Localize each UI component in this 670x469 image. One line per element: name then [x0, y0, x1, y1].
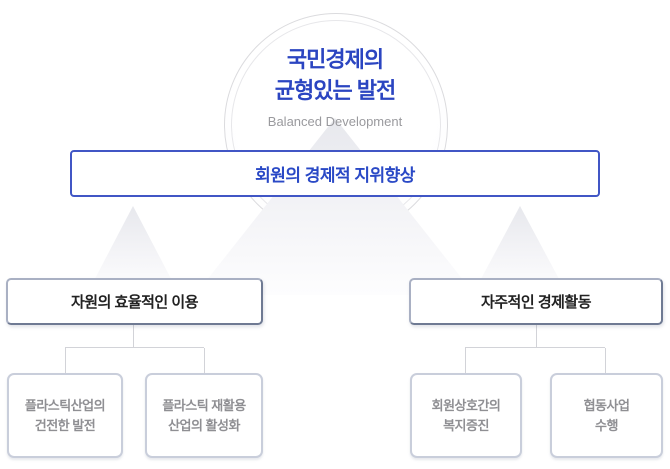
vision-title-line2: 균형있는 발전 [274, 78, 397, 103]
leaf-text-line: 플라스틱산업의 [24, 397, 106, 413]
leaf-text-line: 플라스틱 재활용 [162, 397, 246, 413]
leaf-text-line: 복지증진 [443, 417, 489, 433]
goal-box: 회원의 경제적 지위향상 [70, 150, 600, 197]
leaf-text-line: 수행 [595, 417, 618, 433]
leaf-box-cooperative-business: 협동사업 수행 [550, 373, 663, 458]
connector-line [465, 347, 605, 348]
leaf-text-line: 회원상호간의 [431, 397, 501, 413]
strategy-box-resources: 자원의 효율적인 이용 [6, 278, 263, 325]
leaf-box-member-welfare: 회원상호간의 복지증진 [410, 373, 522, 458]
connector-line [204, 348, 205, 373]
connector-line [65, 348, 66, 373]
connector-line [133, 325, 134, 347]
connector-line [536, 325, 537, 347]
vision-subtitle: Balanced Development [267, 114, 403, 129]
connector-line [605, 348, 606, 373]
strategy-box-economy: 자주적인 경제활동 [409, 278, 663, 325]
leaf-box-recycling-activation: 플라스틱 재활용 산업의 활성화 [145, 373, 263, 458]
vision-text-block: 국민경제의 균형있는 발전 Balanced Development [215, 44, 455, 129]
leaf-text-line: 산업의 활성화 [168, 417, 240, 433]
connector-line [65, 347, 204, 348]
vision-title-line1: 국민경제의 [286, 47, 384, 72]
leaf-text-line: 건전한 발전 [34, 417, 96, 433]
leaf-text-line: 협동사업 [583, 397, 630, 413]
leaf-box-plastic-industry-development: 플라스틱산업의 건전한 발전 [7, 373, 123, 458]
connector-line [465, 348, 466, 373]
